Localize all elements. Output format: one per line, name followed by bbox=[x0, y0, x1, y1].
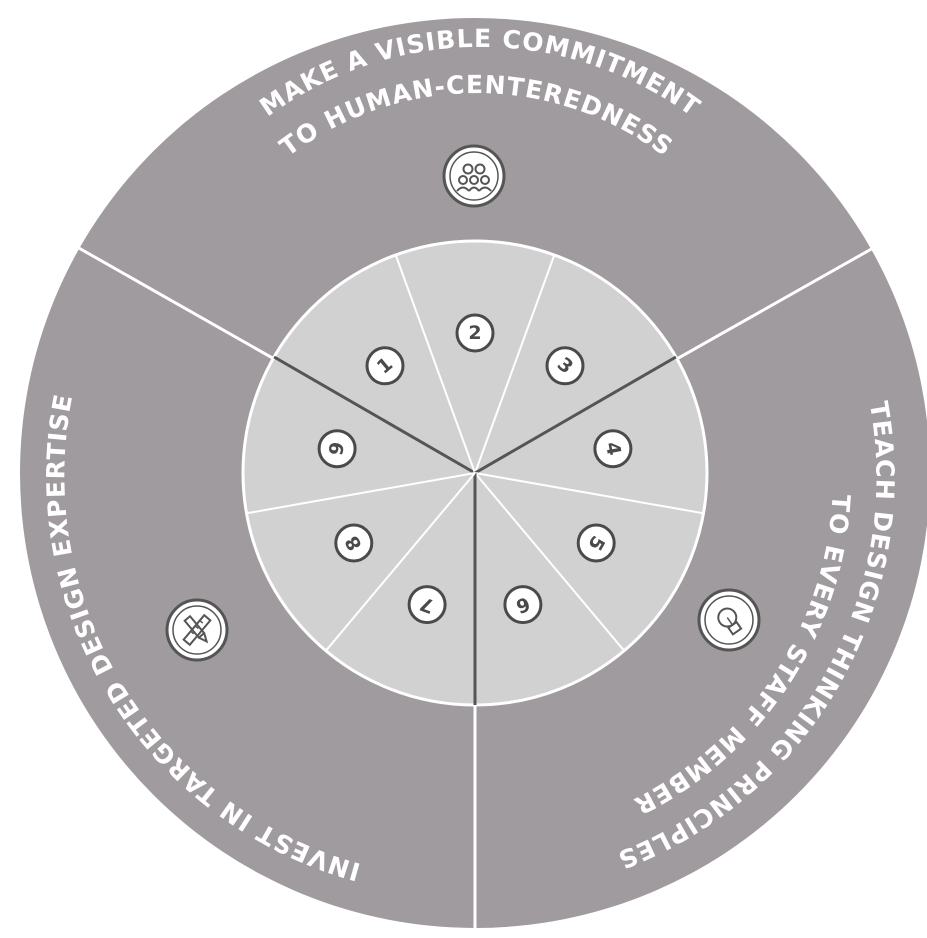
segment-badge-5: 5 bbox=[576, 523, 616, 563]
inner-spoke bbox=[325, 472, 476, 652]
inner-spoke bbox=[273, 355, 476, 475]
segment-badge-circle bbox=[407, 585, 447, 625]
segment-badge-1: 1 bbox=[365, 346, 405, 386]
inner-spoke bbox=[394, 254, 476, 474]
segment-badge-8: 8 bbox=[334, 523, 374, 563]
inner-spokes bbox=[246, 254, 704, 705]
inner-spoke bbox=[474, 254, 556, 474]
segment-badge-9: 9 bbox=[317, 429, 357, 469]
inner-spoke bbox=[474, 472, 625, 652]
segment-badge-circle bbox=[317, 429, 357, 469]
segment-badge-circle bbox=[455, 313, 495, 353]
segment-badge-circle bbox=[365, 346, 405, 386]
segment-badge-circle bbox=[545, 346, 585, 386]
inner-spoke bbox=[474, 472, 704, 515]
segment-badge-4: 4 bbox=[593, 429, 633, 469]
segment-badge-3: 3 bbox=[545, 346, 585, 386]
inner-spoke bbox=[474, 355, 677, 475]
inner-spoke bbox=[246, 472, 476, 515]
segment-badge-6: 6 bbox=[503, 585, 543, 625]
ruler-pencil-icon bbox=[165, 598, 229, 662]
segment-number: 2 bbox=[468, 322, 481, 344]
segment-badge-circle bbox=[334, 523, 374, 563]
segment-number: 9 bbox=[325, 440, 349, 457]
segment-badge-circle bbox=[593, 429, 633, 469]
people-group-icon bbox=[442, 144, 506, 208]
segment-badge-circle bbox=[576, 523, 616, 563]
segment-badge-7: 7 bbox=[407, 585, 447, 625]
segment-badge-circle bbox=[503, 585, 543, 625]
lightbulb-icon bbox=[697, 588, 761, 652]
segment-badge-2: 2 bbox=[455, 313, 495, 353]
segment-number: 4 bbox=[601, 440, 625, 457]
